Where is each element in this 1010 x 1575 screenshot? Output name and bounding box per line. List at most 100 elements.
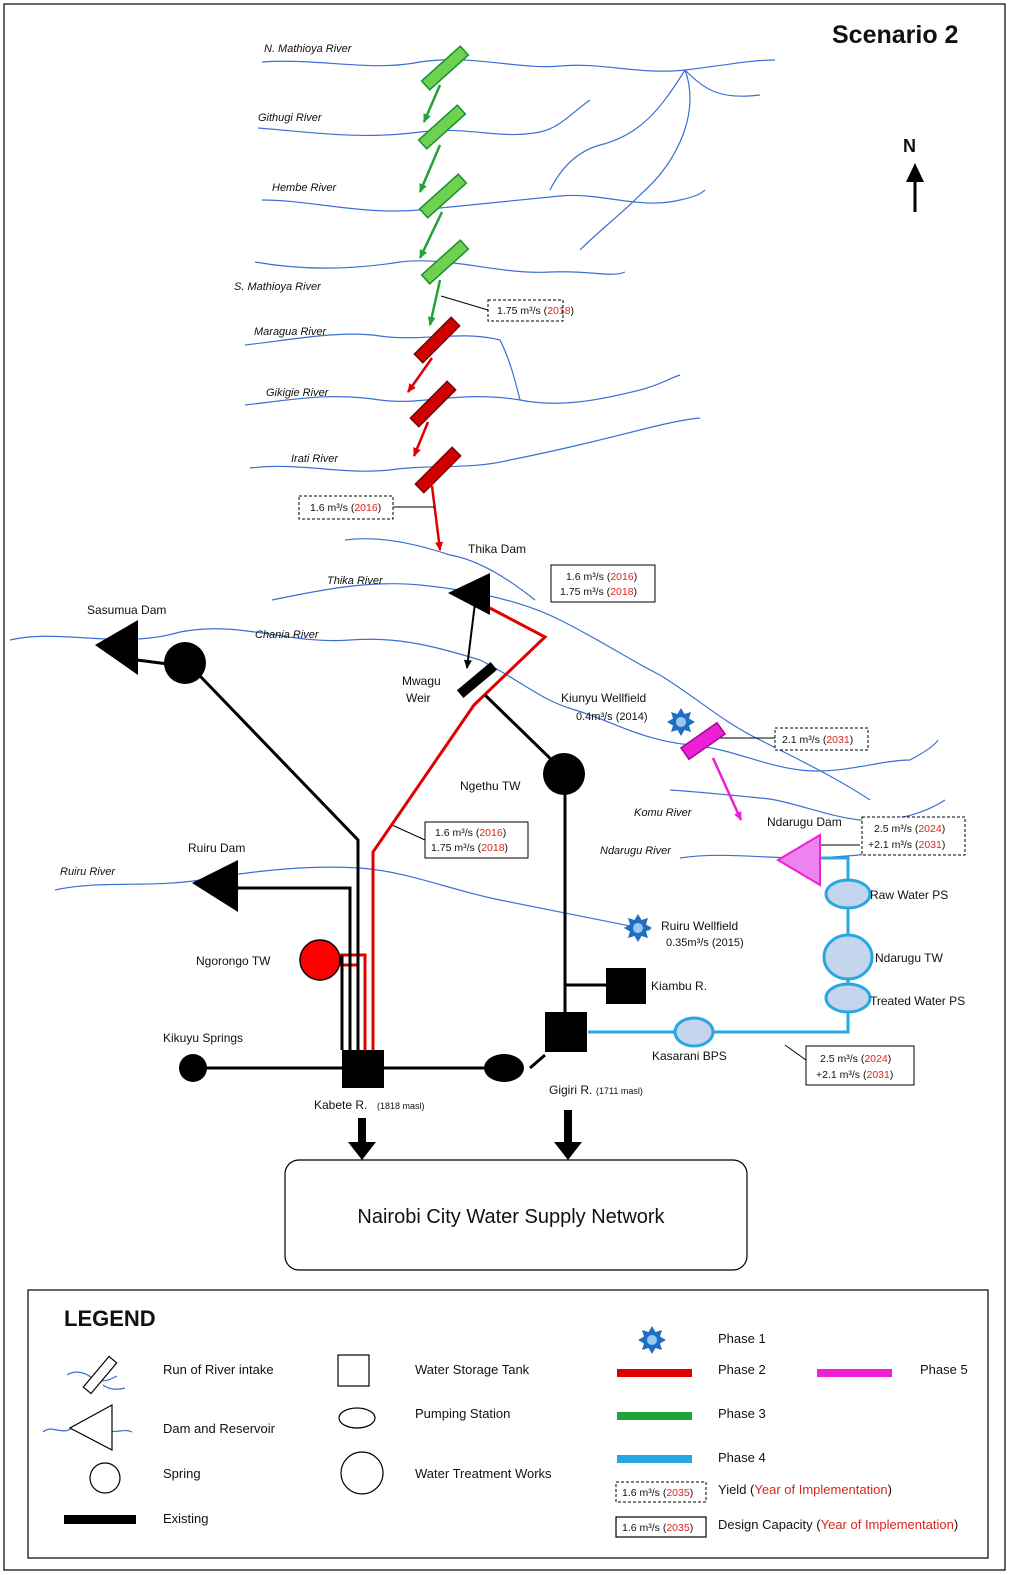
label-ruiru: Ruiru River [60,866,116,878]
label-gigiri-masl: (1711 masl) [596,1086,643,1096]
design-capacity-text: 1.6 m³/s (2016) [435,827,506,839]
river-thika-upper [344,538,536,601]
legend-existing-line [64,1515,136,1524]
kabete-reservoir [342,1050,384,1088]
river-gikigie [244,374,681,406]
legend-dam-reservoir: Dam and Reservoir [163,1421,276,1436]
phase3-arrow [418,211,444,259]
river-githugi [257,99,591,137]
pumping-station [484,1054,524,1082]
label-thika-dam: Thika Dam [468,542,526,556]
design-capacity-text: 2.5 m³/s (2024) [820,1053,891,1065]
label-ndarugu: Ndarugu River [600,845,672,857]
phase5-intake [679,721,743,821]
design-capacity-text: 1.75 m³/s (2018) [431,842,508,854]
legend-yield-box [615,1481,707,1503]
design-capacity-box [805,1045,915,1086]
river-thika [271,583,871,801]
legend-design-box-text: 1.6 m³/s (2035) [622,1522,693,1534]
legend-intake-icon [82,1355,118,1395]
legend-yield-box-text: 1.6 m³/s (2035) [622,1487,693,1499]
outer-frame [3,3,1006,1571]
yield-box [487,299,564,322]
design-capacity-box [424,821,529,859]
phase2-arrow [406,357,434,393]
label-ruiru-dam: Ruiru Dam [188,841,245,855]
label-kiunyu-wellfield: Kiunyu Wellfield [561,691,646,705]
sasumua-treatment-works [164,642,206,684]
capacity-boxes: 1.75 m³/s (2018) 1.6 m³/s (2016) 1.6 m³/… [298,299,966,1086]
legend-treatment-works: Water Treatment Works [415,1466,552,1481]
river-irati [249,417,701,472]
phase3-arrow [427,279,442,326]
label-ngorongo-tw: Ngorongo TW [196,954,271,968]
label-sasumua-dam: Sasumua Dam [87,603,166,617]
phase3-intakes [417,45,470,326]
north-arrow: N [903,136,924,212]
leader-lines [391,295,860,1061]
phase4-pipeline [588,856,850,1034]
legend-treatment-icon [340,1451,384,1495]
legend-phase5-line [817,1369,892,1377]
nairobi-network-label: Nairobi City Water Supply Network [357,1206,665,1228]
legend-run-of-river: Run of River intake [163,1362,274,1377]
phase2-arrow [412,421,430,457]
label-weir: Weir [406,691,430,705]
legend-tank-icon [337,1354,370,1387]
node-labels: Thika Dam Sasumua Dam Mwagu Weir Kiunyu … [87,542,965,1112]
label-kiunyu-yield: 0.4m³/s (2014) [576,711,648,723]
mwagu-weir [456,662,498,698]
river-labels: N. Mathioya River Githugi River Hembe Ri… [60,43,693,878]
run-of-river-intake [418,173,468,219]
label-ngethu-tw: Ngethu TW [460,779,521,793]
label-mwagu: Mwagu [402,674,441,688]
treated-water-ps [824,982,872,1014]
river-hembe [261,189,706,212]
run-of-river-intake [420,239,470,285]
yield-box-text: 2.5 m³/s (2024) [874,823,945,835]
label-n-mathioya: N. Mathioya River [264,43,353,55]
phase3-arrow [418,144,442,193]
gigiri-reservoir [545,1012,587,1052]
river-n-mathioya [261,59,776,72]
rivers [9,59,946,931]
ndarugu-dam [776,833,821,887]
yield-box [298,495,394,520]
legend-yield: Yield (Year of Implementation) [718,1482,892,1497]
yield-box [861,816,966,856]
label-ruiru-wellfield: Ruiru Wellfield [661,919,738,933]
legend-phase5: Phase 5 [920,1362,968,1377]
scenario-title: Scenario 2 [832,21,958,49]
legend-phase3-line [617,1412,692,1420]
phase5-arrow [711,757,743,821]
yield-box-text: 2.1 m³/s (2031) [782,734,853,746]
river-maragua [244,333,521,401]
label-s-mathioya: S. Mathioya River [234,281,322,293]
label-ruiru-wellfield-yield: 0.35m³/s (2015) [666,937,744,949]
legend-phase4: Phase 4 [718,1450,766,1465]
run-of-river-intake [420,45,470,91]
yield-box-text: +2.1 m³/s (2031) [868,839,945,851]
label-gigiri-r: Gigiri R. [549,1083,592,1097]
raw-water-ps [824,878,872,910]
river-ruiru [54,866,651,931]
phase3-arrow [422,84,442,123]
ruiru-dam [192,860,238,912]
river-chania [9,628,939,772]
label-treated-water-ps: Treated Water PS [870,994,965,1008]
legend-storage-tank: Water Storage Tank [415,1362,530,1377]
label-komu: Komu River [634,807,693,819]
label-kiambu-r: Kiambu R. [651,979,707,993]
label-raw-water-ps: Raw Water PS [870,888,948,902]
legend-phase4-line [617,1455,692,1463]
thika-dam [448,573,490,615]
label-ndarugu-dam: Ndarugu Dam [767,815,842,829]
legend-design-box [615,1516,707,1538]
kiambu-reservoir [606,968,646,1004]
label-chania: Chania River [255,629,320,641]
yield-box-text: 1.6 m³/s (2016) [310,502,381,514]
label-ndarugu-tw: Ndarugu TW [875,951,943,965]
legend-phase2-line [617,1369,692,1377]
